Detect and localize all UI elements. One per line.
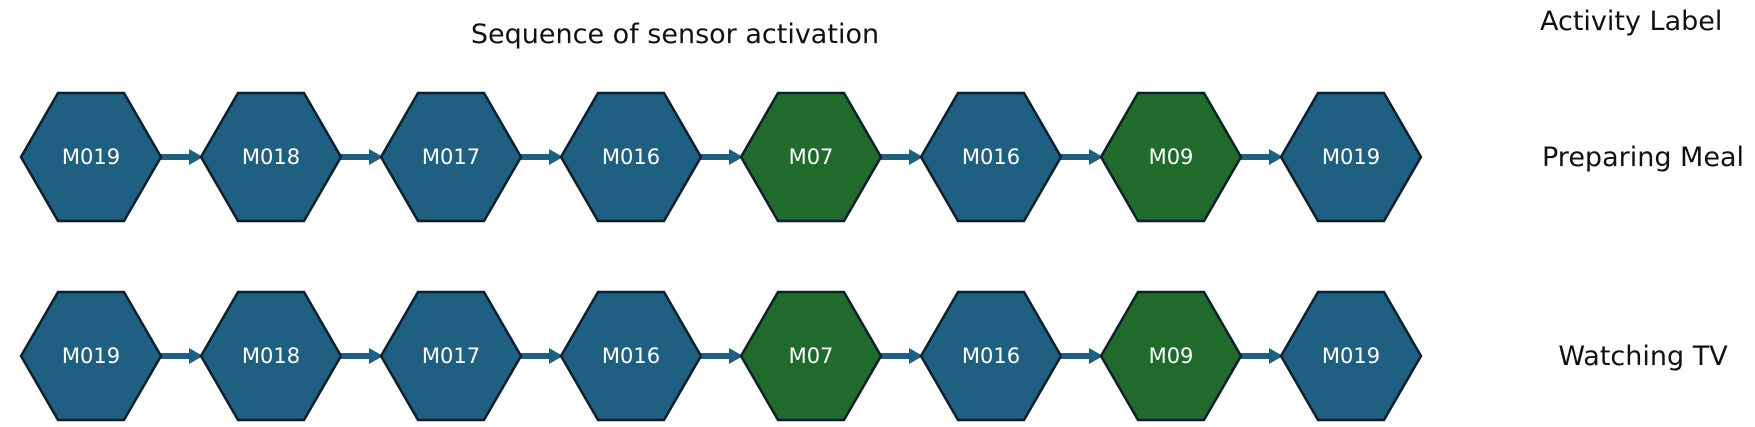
sensor-node: M019 bbox=[19, 91, 163, 223]
sequence-arrow bbox=[877, 149, 923, 165]
sensor-hexagon bbox=[1099, 91, 1243, 223]
activity-label: Preparing Meal bbox=[1542, 142, 1744, 173]
sequence-title: Sequence of sensor activation bbox=[471, 19, 879, 50]
sensor-hexagon bbox=[739, 91, 883, 223]
sensor-node: M016 bbox=[559, 91, 703, 223]
sensor-hexagon bbox=[919, 91, 1063, 223]
sensor-id: M019 bbox=[1322, 344, 1380, 368]
sensor-hexagon bbox=[739, 290, 883, 422]
sequence-arrow bbox=[697, 149, 743, 165]
sensor-hexagon bbox=[919, 290, 1063, 422]
sequence-arrow bbox=[1057, 149, 1103, 165]
sensor-node: M07 bbox=[739, 91, 883, 223]
sensor-node: M019 bbox=[1279, 91, 1423, 223]
sequence-arrow bbox=[517, 348, 563, 364]
sensor-id: M019 bbox=[62, 145, 120, 169]
sensor-hexagon bbox=[559, 290, 703, 422]
sensor-id: M07 bbox=[789, 344, 834, 368]
sensor-hexagon bbox=[199, 91, 343, 223]
sensor-node: M017 bbox=[379, 91, 523, 223]
sensor-id: M017 bbox=[422, 145, 480, 169]
sensor-hexagon bbox=[559, 91, 703, 223]
sensor-id: M07 bbox=[789, 145, 834, 169]
sensor-id: M016 bbox=[962, 344, 1020, 368]
sensor-node: M09 bbox=[1099, 91, 1243, 223]
sensor-id: M09 bbox=[1149, 344, 1194, 368]
sensor-node: M019 bbox=[19, 290, 163, 422]
activity-label: Watching TV bbox=[1558, 341, 1728, 372]
sensor-hexagon bbox=[19, 91, 163, 223]
sensor-node: M018 bbox=[199, 290, 343, 422]
sensor-hexagon bbox=[199, 290, 343, 422]
sensor-id: M016 bbox=[602, 344, 660, 368]
sensor-id: M019 bbox=[1322, 145, 1380, 169]
sensor-node: M09 bbox=[1099, 290, 1243, 422]
sensor-node: M016 bbox=[919, 91, 1063, 223]
sequence-arrow bbox=[517, 149, 563, 165]
sensor-id: M019 bbox=[62, 344, 120, 368]
sequence-arrow bbox=[337, 348, 383, 364]
sensor-node: M017 bbox=[379, 290, 523, 422]
sensor-node: M07 bbox=[739, 290, 883, 422]
sequence-arrow bbox=[1237, 348, 1283, 364]
sensor-id: M016 bbox=[962, 145, 1020, 169]
sensor-id: M09 bbox=[1149, 145, 1194, 169]
sensor-hexagon bbox=[1279, 290, 1423, 422]
sensor-hexagon bbox=[1099, 290, 1243, 422]
sensor-hexagon bbox=[379, 91, 523, 223]
sequence-arrow bbox=[1057, 348, 1103, 364]
sensor-hexagon bbox=[379, 290, 523, 422]
activity-row: M019 M018 M017 M016 M07 M016 M09 M019 Preparing … bbox=[19, 91, 1744, 223]
sequence-arrow bbox=[157, 149, 203, 165]
activity-row: M019 M018 M017 M016 M07 M016 M09 M019 Watching T… bbox=[19, 290, 1728, 422]
sensor-node: M016 bbox=[559, 290, 703, 422]
sequence-arrow bbox=[877, 348, 923, 364]
sensor-hexagon bbox=[19, 290, 163, 422]
sequence-arrow bbox=[337, 149, 383, 165]
sensor-id: M018 bbox=[242, 145, 300, 169]
sequence-arrow bbox=[697, 348, 743, 364]
activity-label-title: Activity Label bbox=[1540, 6, 1722, 37]
sensor-node: M019 bbox=[1279, 290, 1423, 422]
sensor-id: M018 bbox=[242, 344, 300, 368]
sequence-arrow bbox=[157, 348, 203, 364]
sequence-arrow bbox=[1237, 149, 1283, 165]
sensor-hexagon bbox=[1279, 91, 1423, 223]
sensor-id: M016 bbox=[602, 145, 660, 169]
sensor-id: M017 bbox=[422, 344, 480, 368]
sensor-node: M016 bbox=[919, 290, 1063, 422]
sensor-node: M018 bbox=[199, 91, 343, 223]
